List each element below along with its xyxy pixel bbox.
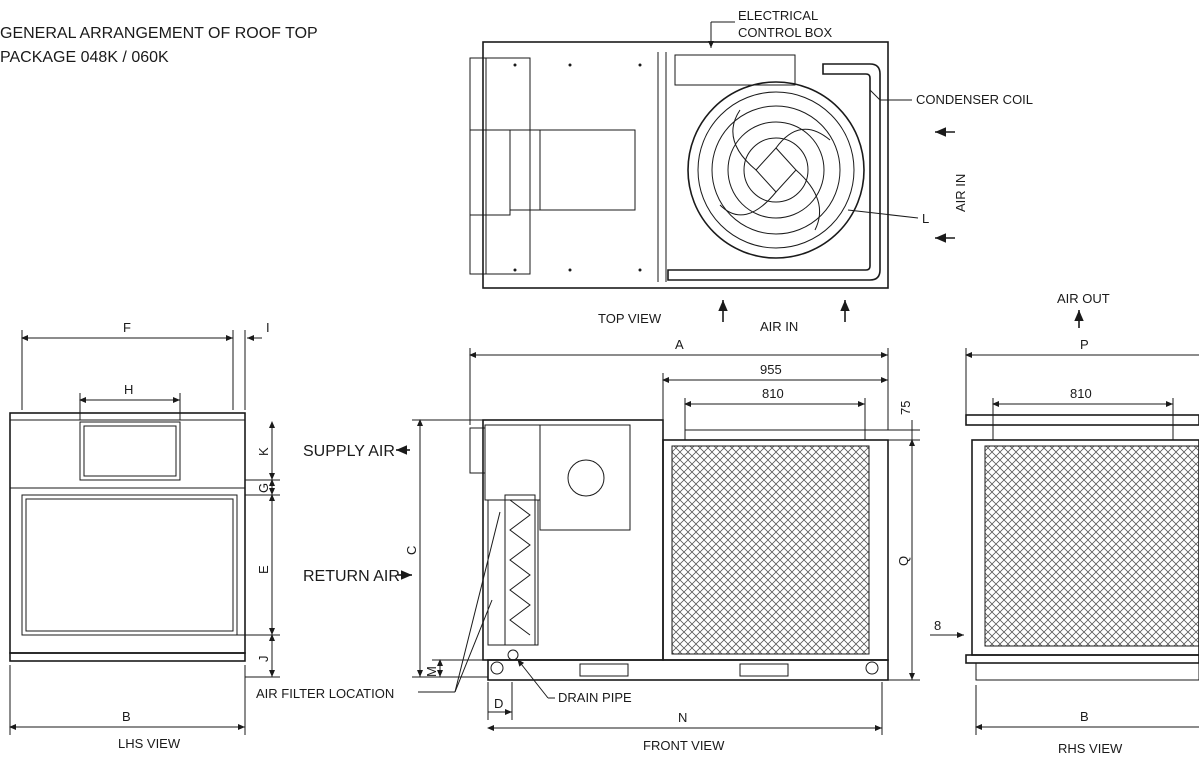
dim-810-rhs: 810 <box>1070 386 1092 401</box>
condenser-fan <box>687 81 865 259</box>
condenser-coil <box>667 63 881 281</box>
drain-pipe-label: DRAIN PIPE <box>558 690 632 705</box>
rhs-view <box>965 414 1199 681</box>
electrical-label-2: CONTROL BOX <box>738 25 832 40</box>
rhs-view-label: RHS VIEW <box>1058 741 1123 756</box>
dim-M: M <box>424 666 439 677</box>
front-coil-grille <box>671 445 870 655</box>
dim-Q: Q <box>896 556 911 566</box>
lhs-view <box>9 412 246 662</box>
electrical-control-box <box>674 54 796 86</box>
rhs-coil-grille <box>984 445 1199 647</box>
dim-B-rhs: B <box>1080 709 1089 724</box>
fan-callout-label: L <box>922 211 929 226</box>
dim-I: I <box>266 320 270 335</box>
dim-E: E <box>256 565 271 574</box>
top-view-label: TOP VIEW <box>598 311 662 326</box>
dim-75: 75 <box>898 401 913 415</box>
drawing-title-line2: PACKAGE 048K / 060K <box>0 49 169 66</box>
dim-955: 955 <box>760 362 782 377</box>
dim-G: G <box>256 483 271 493</box>
dim-B-lhs: B <box>122 709 131 724</box>
dim-F: F <box>123 320 131 335</box>
dim-A: A <box>675 337 684 352</box>
dim-J: J <box>256 656 271 663</box>
dim-P: P <box>1080 337 1089 352</box>
dim-8: 8 <box>934 618 941 633</box>
air-in-bottom-label: AIR IN <box>760 319 798 334</box>
dim-810-front: 810 <box>762 386 784 401</box>
dim-D: D <box>494 696 503 711</box>
air-filter-label: AIR FILTER LOCATION <box>256 686 394 701</box>
condenser-coil-label: CONDENSER COIL <box>916 92 1033 107</box>
dim-C: C <box>404 546 419 555</box>
return-air-label: RETURN AIR <box>303 568 400 585</box>
supply-air-label: SUPPLY AIR <box>303 443 395 460</box>
electrical-label-1: ELECTRICAL <box>738 8 818 23</box>
dim-K: K <box>256 447 271 456</box>
air-in-side-label: AIR IN <box>953 174 968 212</box>
top-view: L <box>469 41 929 289</box>
front-view <box>469 419 889 681</box>
drawing-title-line1: GENERAL ARRANGEMENT OF ROOF TOP <box>0 25 318 42</box>
dim-H: H <box>124 382 133 397</box>
dim-N: N <box>678 710 687 725</box>
front-view-label: FRONT VIEW <box>643 738 725 753</box>
air-out-label: AIR OUT <box>1057 291 1110 306</box>
lhs-view-label: LHS VIEW <box>118 736 181 751</box>
